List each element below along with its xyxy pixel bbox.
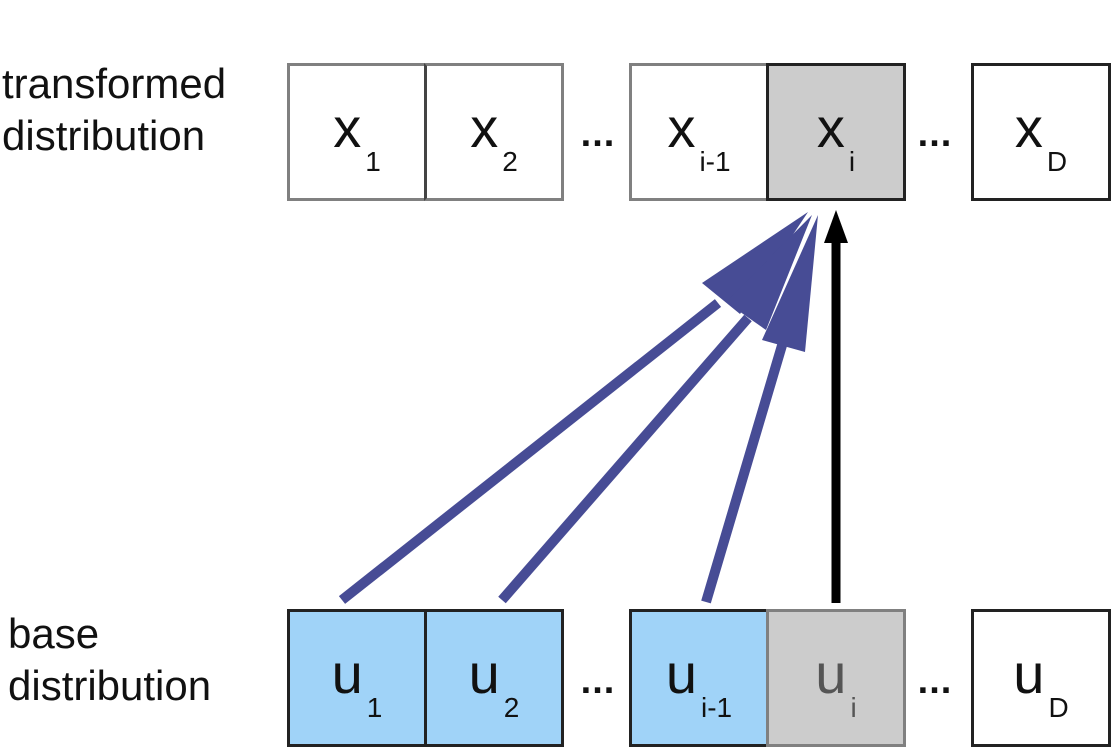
- cell-subscript: 1: [366, 692, 383, 724]
- u-cell-2: u2: [424, 609, 564, 747]
- cell-symbol: x: [470, 95, 499, 159]
- u-cell-D: uD: [971, 609, 1111, 747]
- blue-arrow-from-u2: [498, 215, 812, 604]
- black-arrow-from-u-i: [824, 210, 848, 603]
- cell-subscript: D: [1048, 692, 1069, 724]
- x-cell-D: xD: [971, 63, 1111, 201]
- cell-symbol: u: [1013, 641, 1045, 705]
- u-cell-i-minus-1: ui-1: [629, 609, 769, 747]
- u-cell-1: u1: [287, 609, 427, 747]
- cell-symbol: x: [333, 95, 362, 159]
- blue-arrow-from-u1: [338, 212, 808, 604]
- cell-subscript: i-1: [699, 146, 731, 178]
- x-cell-i: xi: [766, 63, 906, 201]
- cell-symbol: u: [665, 641, 698, 705]
- cell-subscript: D: [1046, 146, 1068, 178]
- cell-subscript: 1: [365, 146, 381, 178]
- cell-symbol: u: [815, 641, 847, 705]
- label-line: distribution: [2, 112, 206, 159]
- cell-subscript: i: [848, 146, 856, 178]
- blue-arrow-from-u-i-minus-1: [701, 215, 818, 604]
- label-line: base: [8, 610, 100, 657]
- cell-subscript: 2: [502, 146, 518, 178]
- cell-symbol: u: [331, 641, 363, 705]
- cell-subscript: i-1: [701, 692, 733, 724]
- u-cell-i: ui: [766, 609, 906, 747]
- ellipsis: ...: [580, 113, 616, 155]
- ellipsis: ...: [917, 660, 953, 702]
- cell-subscript: 2: [503, 692, 520, 724]
- x-cell-2: x2: [424, 63, 564, 201]
- ellipsis: ...: [580, 660, 616, 702]
- base-distribution-label: base distribution: [8, 608, 211, 712]
- cell-symbol: u: [468, 641, 500, 705]
- ellipsis: ...: [917, 113, 953, 155]
- label-line: transformed: [2, 60, 227, 107]
- transformed-distribution-label: transformed distribution: [2, 58, 226, 162]
- cell-symbol: x: [816, 95, 845, 159]
- cell-symbol: x: [1014, 95, 1043, 159]
- label-line: distribution: [8, 662, 212, 709]
- cell-symbol: x: [667, 95, 696, 159]
- cell-subscript: i: [850, 692, 857, 724]
